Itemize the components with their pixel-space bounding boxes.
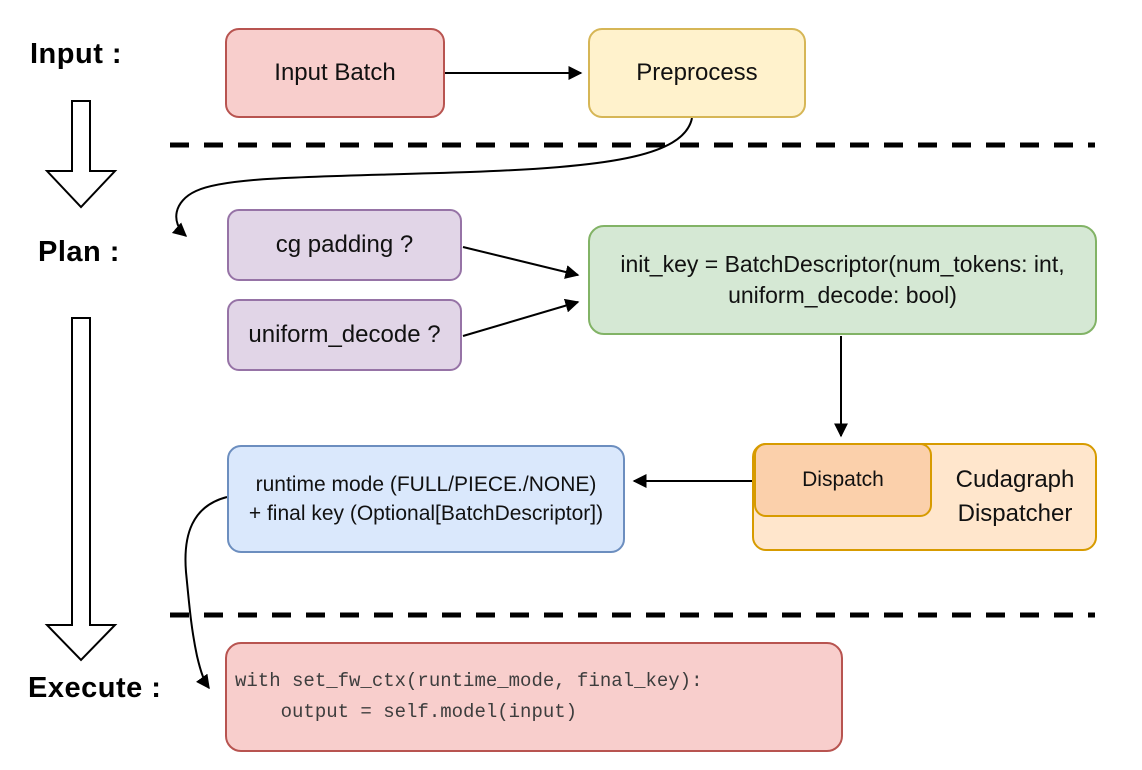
edge-preprocess-cgpadding: [171, 117, 693, 237]
node-runtime-line1: runtime mode (FULL/PIECE./NONE): [255, 473, 597, 496]
node-input-batch-label: Input Batch: [274, 59, 396, 86]
edge-runtime-executecode: [184, 496, 228, 690]
node-execute-code: with set_fw_ctx(runtime_mode, final_key)…: [225, 642, 843, 752]
hollow-down-arrow-icon: [44, 317, 118, 662]
cudagraph-dispatcher-line2: Dispatcher: [957, 500, 1073, 527]
node-runtime-result: runtime mode (FULL/PIECE./NONE) + final …: [227, 445, 625, 553]
node-dispatch-label: Dispatch: [802, 468, 884, 491]
node-runtime-line2: + final key (Optional[BatchDescriptor]): [248, 502, 604, 525]
node-init-key: init_key = BatchDescriptor(num_tokens: i…: [588, 225, 1097, 335]
execute-code-line2: output = self.model(input): [235, 701, 578, 723]
node-init-key-line2: uniform_decode: bool): [728, 282, 957, 308]
node-uniform-decode: uniform_decode ?: [227, 299, 462, 371]
node-uniform-decode-label: uniform_decode ?: [248, 321, 441, 348]
edge-cgpadding-initkey: [462, 246, 580, 279]
cudagraph-dispatcher-label: Cudagraph Dispatcher: [930, 463, 1100, 531]
section-label-execute: Execute :: [28, 672, 162, 704]
node-preprocess-label: Preprocess: [636, 59, 758, 86]
section-label-input: Input :: [30, 38, 123, 70]
section-label-plan: Plan :: [38, 236, 120, 268]
node-cg-padding-label: cg padding ?: [275, 231, 414, 258]
node-cg-padding: cg padding ?: [227, 209, 462, 281]
node-dispatch: Dispatch: [754, 443, 932, 517]
node-init-key-line1: init_key = BatchDescriptor(num_tokens: i…: [620, 251, 1065, 277]
node-input-batch: Input Batch: [225, 28, 445, 118]
cudagraph-dispatcher-line1: Cudagraph: [955, 466, 1075, 493]
edge-uniformdecode-initkey: [462, 298, 580, 337]
node-preprocess: Preprocess: [588, 28, 806, 118]
execute-code-line1: with set_fw_ctx(runtime_mode, final_key)…: [235, 670, 703, 692]
hollow-down-arrow-icon: [44, 100, 118, 209]
